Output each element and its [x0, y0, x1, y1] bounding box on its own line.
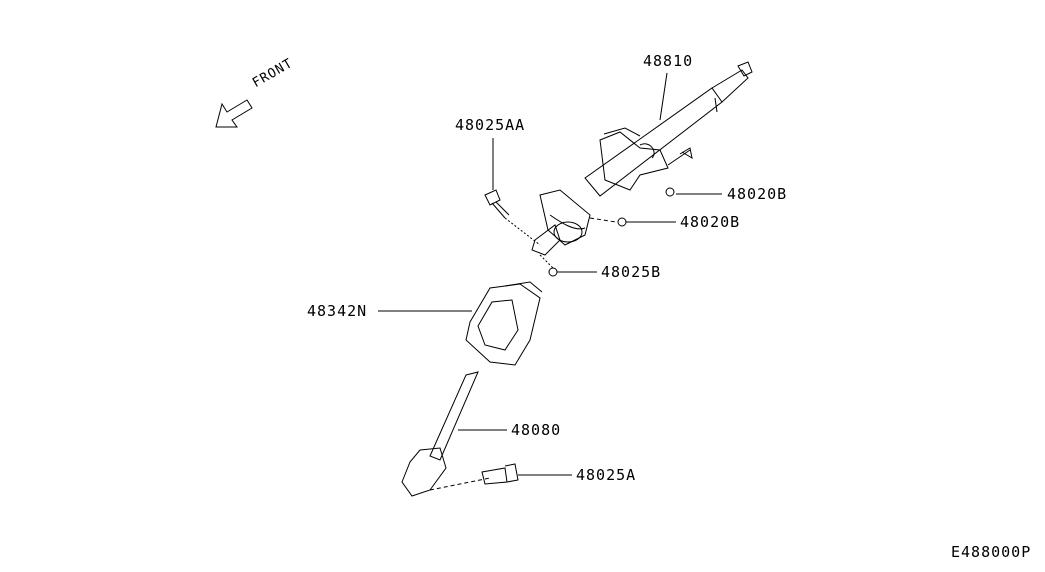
fasteners-drawing — [484, 187, 675, 277]
hole-cover-drawing — [465, 281, 543, 366]
part-label-48342N[interactable]: 48342N — [307, 302, 368, 320]
part-label-48020B-upper[interactable]: 48020B — [727, 185, 788, 203]
steering-column-drawing — [531, 61, 753, 256]
part-label-48025AA[interactable]: 48025AA — [455, 116, 526, 134]
part-label-48025A[interactable]: 48025A — [576, 466, 637, 484]
part-label-48025B[interactable]: 48025B — [601, 263, 662, 281]
part-label-48080[interactable]: 48080 — [511, 421, 562, 439]
part-label-48020B-lower[interactable]: 48020B — [680, 213, 741, 231]
lower-shaft-drawing — [401, 371, 519, 497]
part-label-48810[interactable]: 48810 — [643, 52, 694, 70]
front-arrow-icon — [215, 99, 253, 128]
diagram-code: E488000P — [951, 543, 1032, 561]
leader-lines — [378, 72, 722, 476]
